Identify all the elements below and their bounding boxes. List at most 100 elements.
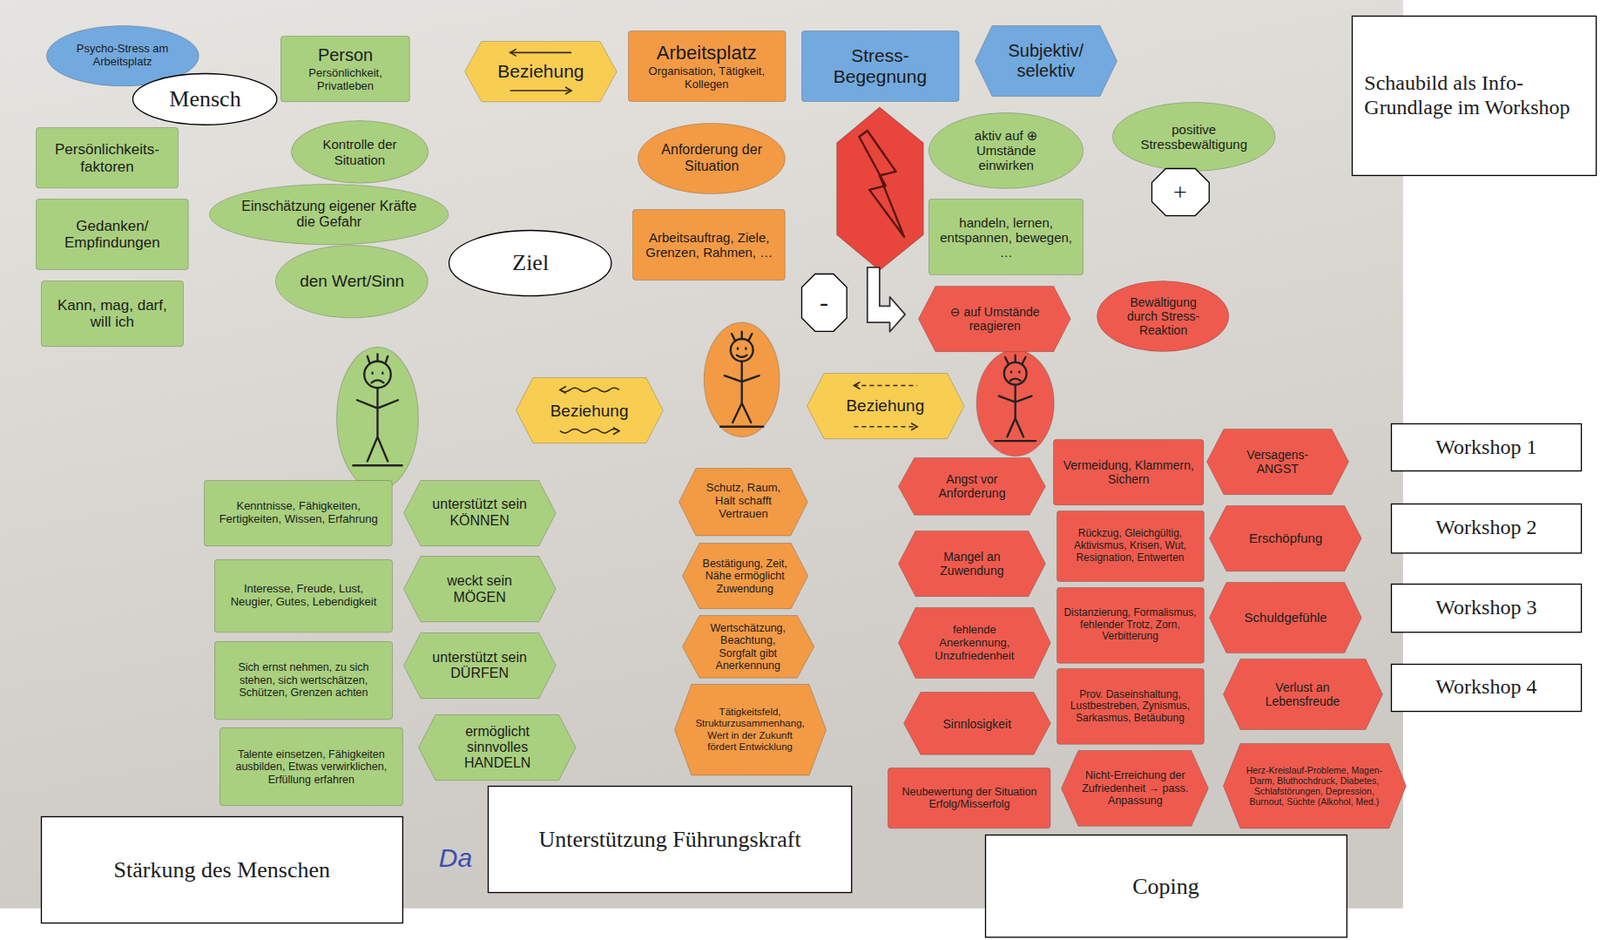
node-content: Anforderung der Situation bbox=[637, 122, 786, 195]
node-text: Stress-Begegnung bbox=[808, 45, 953, 88]
relation-line bbox=[510, 51, 572, 54]
node-content: Distanzierung, Formalismus, fehlender Tr… bbox=[1056, 587, 1205, 664]
node-text: Ziel bbox=[470, 249, 592, 277]
caption-box: Unterstützung Führungskraft bbox=[487, 785, 852, 893]
outline-shape bbox=[418, 715, 577, 781]
outline-shape bbox=[627, 31, 786, 102]
person-figure-red bbox=[976, 350, 1054, 457]
note-card: Distanzierung, Formalismus, fehlender Tr… bbox=[1056, 587, 1205, 664]
node-content: ArbeitsplatzOrganisation, Tätigkeit, Kol… bbox=[627, 30, 787, 102]
node-text: Sinnlosigkeit bbox=[923, 716, 1032, 731]
hexagon-card: Schutz, Raum, Halt schafft Vertrauen bbox=[678, 467, 809, 536]
node-text: Workshop 1 bbox=[1403, 435, 1570, 460]
figure-hair bbox=[1005, 355, 1026, 364]
hexagon-card: Beziehung bbox=[806, 372, 966, 439]
hexagon-card: Beziehung bbox=[515, 377, 664, 444]
node-text: Herz-Kreislauf-Probleme, Magen-Darm, Blu… bbox=[1242, 764, 1387, 807]
node-content: weckt sein MÖGEN bbox=[403, 555, 557, 622]
figure-hair bbox=[731, 331, 752, 340]
node-text: Interesse, Freude, Lust, Neugier, Gutes,… bbox=[221, 582, 386, 609]
outline-shape bbox=[403, 479, 556, 546]
note-card: Persönlichkeits- faktoren bbox=[35, 127, 179, 189]
caption-box: Schaubild als Info-Grundlage im Workshop bbox=[1351, 15, 1597, 176]
note-card: Kann, mag, darf, will ich bbox=[40, 280, 184, 347]
outline-shape bbox=[1061, 750, 1209, 827]
ellipse-card: Kontrolle der Situation bbox=[290, 120, 429, 184]
note-card: Prov. Daseinshaltung, Lustbestreben, Zyn… bbox=[1056, 668, 1205, 745]
outline-shape bbox=[633, 209, 786, 281]
figure-body bbox=[352, 387, 402, 466]
node-text: Einschätzung eigener Kräfte die Gefahr bbox=[240, 198, 419, 231]
figure-head bbox=[364, 361, 391, 388]
outline-shape bbox=[465, 40, 618, 102]
hexagon-card: unterstützt sein DÜRFEN bbox=[403, 632, 557, 699]
turn-arrow bbox=[867, 267, 905, 332]
figure-body bbox=[994, 384, 1036, 441]
outline-shape bbox=[488, 786, 852, 893]
node-text: handeln, lernen, entspannen, bewegen, … bbox=[935, 215, 1077, 261]
outline-shape bbox=[133, 74, 277, 126]
ellipse-card: aktiv auf ⊕ Umstände einwirken bbox=[928, 112, 1084, 190]
node-text: Prov. Daseinshaltung, Lustbestreben, Zyn… bbox=[1063, 688, 1198, 725]
node-content: Coping bbox=[985, 834, 1348, 938]
outline-shape bbox=[801, 273, 847, 331]
node-text: Sich ernst nehmen, zu sich stehen, sich … bbox=[221, 661, 386, 699]
node-content: Unterstützung Führungskraft bbox=[487, 785, 852, 893]
node-content: Einschätzung eigener Kräfte die Gefahr bbox=[209, 183, 449, 245]
node-content: Neubewertung der Situation Erfolg/Misser… bbox=[887, 767, 1051, 829]
note-card: Neubewertung der Situation Erfolg/Misser… bbox=[887, 767, 1051, 829]
node-text: Talente einsetzen, Fähigkeiten ausbilden… bbox=[226, 748, 397, 786]
hexagon-card: Versagens-ANGST bbox=[1206, 428, 1350, 495]
arrow-head bbox=[510, 48, 517, 56]
node-content: Workshop 1 bbox=[1390, 423, 1582, 472]
node-text: Persönlichkeits- faktoren bbox=[42, 141, 172, 176]
node-content: Tätigkeitsfeld, Strukturzusammenhang, We… bbox=[674, 683, 827, 776]
hexagon-card: fehlende Anerkennung, Unzufriedenheit bbox=[897, 607, 1052, 679]
node-text: Unterstützung Führungskraft bbox=[499, 826, 840, 853]
node-text: Kann, mag, darf, will ich bbox=[47, 297, 177, 331]
hexagon-card: Angst vor Anforderung bbox=[897, 457, 1047, 516]
node-content: fehlende Anerkennung, Unzufriedenheit bbox=[897, 607, 1052, 679]
hexagon-card: Sinnlosigkeit bbox=[903, 691, 1052, 756]
node-text: Schuldgefühle bbox=[1228, 609, 1343, 625]
node-content: Gedanken/ Empfindungen bbox=[35, 198, 190, 271]
node-text: Workshop 3 bbox=[1403, 595, 1570, 621]
outline-shape bbox=[449, 229, 612, 296]
outline-shape bbox=[974, 26, 1117, 97]
figure-body bbox=[720, 361, 763, 427]
outline-shape bbox=[1097, 281, 1229, 352]
outline-shape bbox=[681, 615, 814, 679]
sign-octagon: - bbox=[801, 273, 848, 332]
note-card: Vermeidung, Klammern, Sichern bbox=[1053, 438, 1204, 506]
figure-hair bbox=[367, 354, 388, 363]
node-content: Versagens-ANGST bbox=[1206, 428, 1350, 495]
figure-face bbox=[371, 372, 384, 384]
node-text: Stärkung des Menschen bbox=[53, 857, 392, 884]
figure-head bbox=[1004, 362, 1027, 385]
node-content: + bbox=[1151, 168, 1210, 217]
note-card: ArbeitsplatzOrganisation, Tätigkeit, Kol… bbox=[627, 30, 787, 102]
hexagon-card: Verlust an Lebensfreude bbox=[1222, 658, 1384, 730]
node-content: Nicht-Erreichung der Zufriedenheit → pas… bbox=[1060, 749, 1209, 827]
caption-box: Workshop 2 bbox=[1390, 503, 1582, 554]
outline-shape bbox=[1222, 658, 1383, 730]
node-text: fehlende Anerkennung, Unzufriedenheit bbox=[918, 623, 1032, 663]
node-text: Mangel an Zuwendung bbox=[918, 549, 1027, 578]
node-text: Bewältigung durch Stress-Reaktion bbox=[1113, 295, 1213, 338]
node-text: Wertschätzung, Beachtung, Sorgfalt gibt … bbox=[702, 621, 795, 673]
arrow-head bbox=[853, 381, 860, 389]
note-card: Arbeitsauftrag, Ziele, Grenzen, Rahmen, … bbox=[632, 209, 786, 281]
hexagon-card: weckt sein MÖGEN bbox=[403, 555, 557, 622]
person-figure-green bbox=[337, 346, 419, 490]
figure-ground bbox=[976, 350, 1054, 457]
ellipse-card: Einschätzung eigener Kräfte die Gefahr bbox=[209, 183, 449, 245]
outline-shape bbox=[1209, 581, 1363, 653]
outline-shape bbox=[1390, 424, 1581, 472]
figure-face bbox=[736, 347, 748, 358]
whiteboard-photo bbox=[0, 0, 1404, 909]
node-text: Bestätigung, Zeit, Nähe ermöglicht Zuwen… bbox=[702, 557, 789, 595]
node-text: Person bbox=[287, 45, 404, 66]
outline-shape bbox=[897, 607, 1051, 679]
outline-shape bbox=[215, 641, 393, 719]
